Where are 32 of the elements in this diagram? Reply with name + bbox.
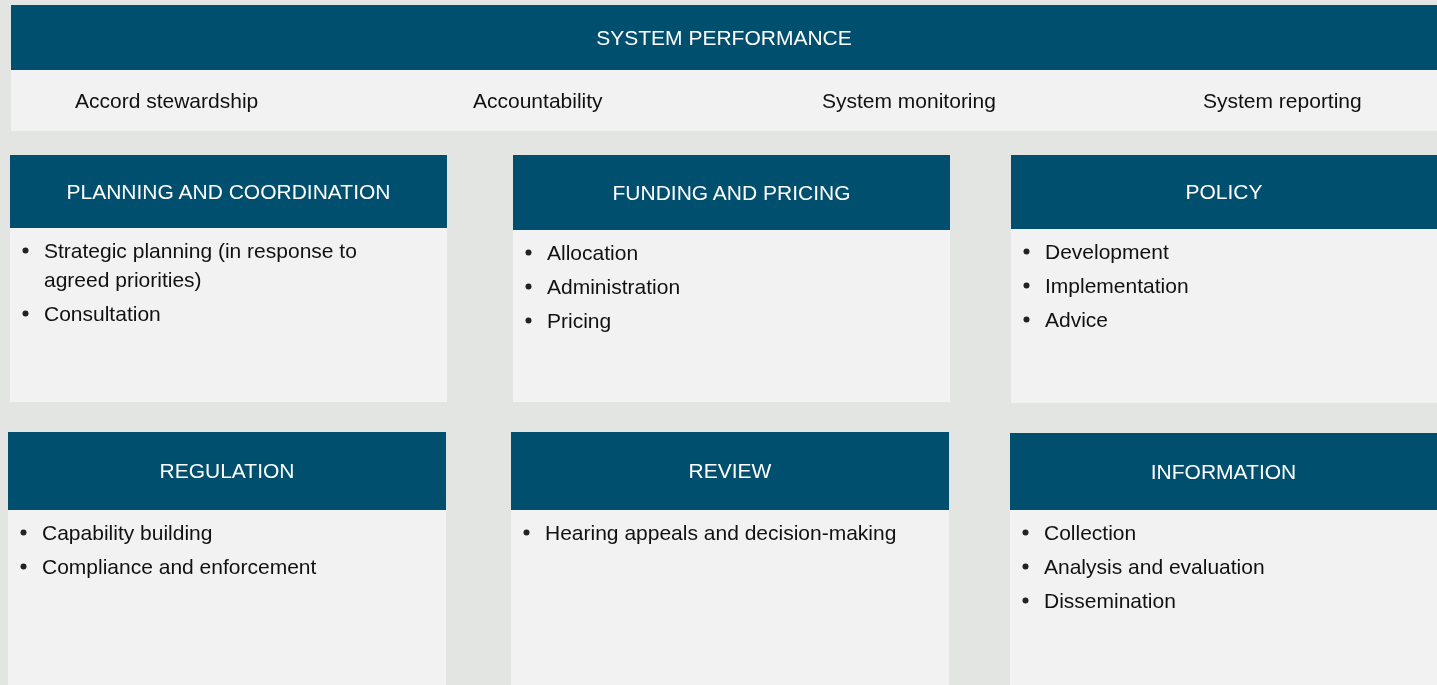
panel-heading: REGULATION [8, 432, 446, 510]
panel-heading: REVIEW [511, 432, 949, 510]
panel-heading: INFORMATION [1010, 433, 1437, 510]
summary-panel [11, 5, 1437, 131]
panel-heading: PLANNING AND COORDINATION [10, 155, 447, 228]
function-panel [513, 155, 950, 402]
function-panel [1011, 155, 1437, 403]
list-item: Strategic planning (in response to agreed priorities) [44, 239, 357, 291]
function-panel [1010, 433, 1437, 685]
list-item: Compliance and enforcement [42, 555, 317, 578]
list-item: Implementation [1045, 274, 1189, 297]
panel-heading: POLICY [1011, 155, 1437, 229]
list-item: Pricing [547, 309, 612, 332]
list-item: Advice [1045, 308, 1109, 331]
list-item: Development [1045, 240, 1169, 263]
category-label: Accountability [473, 89, 603, 113]
category-label: System monitoring [822, 89, 996, 113]
function-panel [10, 155, 447, 402]
category-label: Accord stewardship [75, 89, 259, 113]
list-item: Allocation [547, 241, 639, 264]
list-item: Collection [1044, 521, 1137, 544]
category-label: System reporting [1203, 89, 1362, 113]
list-item: Hearing appeals and decision-making [545, 521, 897, 544]
function-panel [511, 432, 949, 685]
list-item: Administration [547, 275, 681, 298]
panel-heading: FUNDING AND PRICING [513, 155, 950, 230]
function-panel [8, 432, 446, 685]
panel-heading: SYSTEM PERFORMANCE [11, 5, 1437, 70]
list-item: Capability building [42, 521, 213, 544]
list-item: Dissemination [1044, 589, 1176, 612]
list-item: Analysis and evaluation [1044, 555, 1265, 578]
list-item: Consultation [44, 302, 161, 325]
